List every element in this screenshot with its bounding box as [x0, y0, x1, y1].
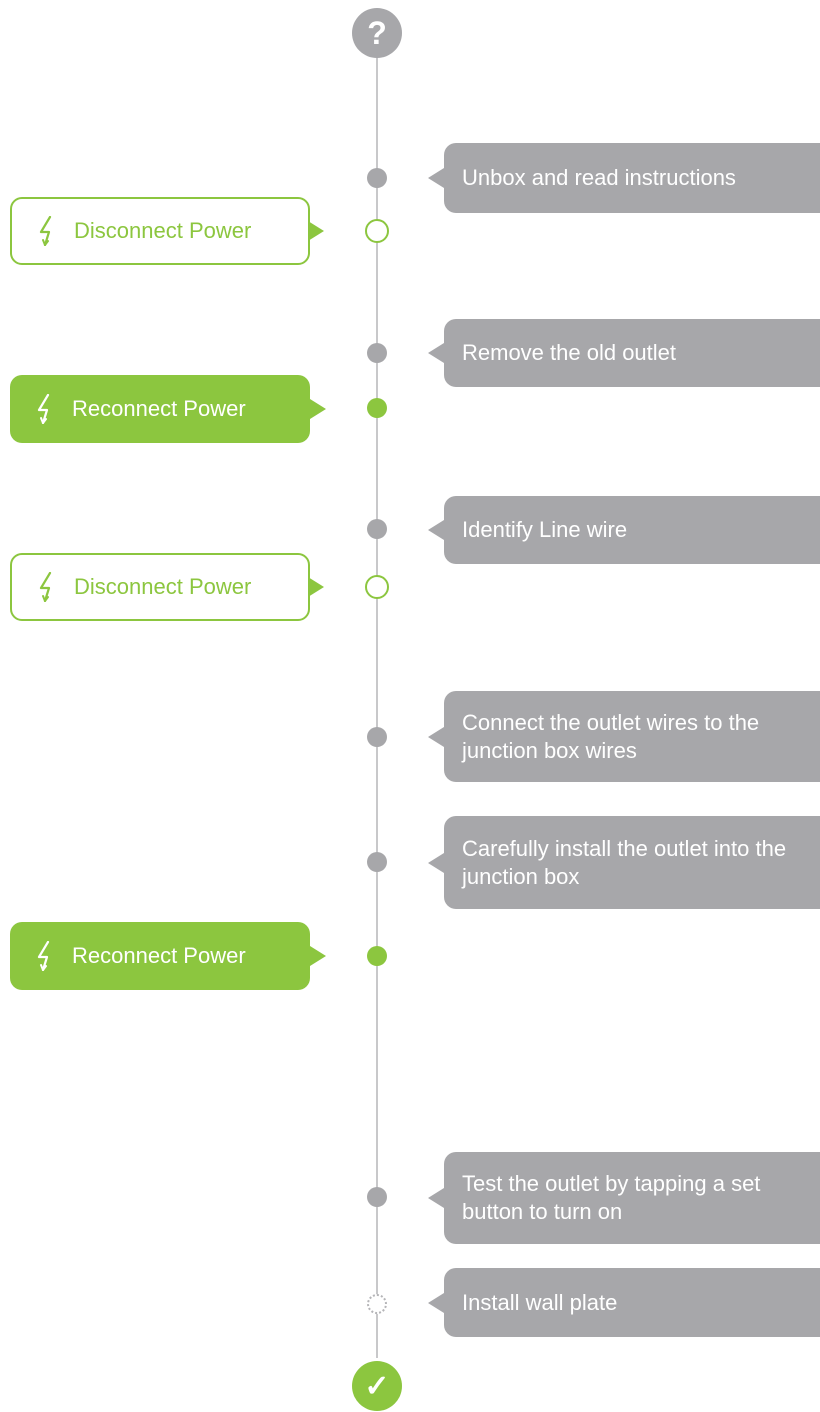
step-bubble: Install wall plate — [428, 1268, 820, 1337]
reconnect-power-callout: Reconnect Power — [10, 375, 326, 443]
step-bubble: Unbox and read instructions — [428, 143, 820, 213]
lightning-bolt-icon — [38, 572, 58, 602]
step-text: Test the outlet by tapping a set button … — [462, 1171, 761, 1224]
step-node — [367, 1187, 387, 1207]
power-node-reconnect — [367, 946, 387, 966]
step-bubble: Carefully install the outlet into the ju… — [428, 816, 820, 909]
power-action-label: Reconnect Power — [72, 943, 246, 968]
reconnect-power-callout: Reconnect Power — [10, 922, 326, 990]
lightning-bolt-icon — [36, 941, 56, 971]
disconnect-power-callout: Disconnect Power — [10, 197, 324, 265]
power-node-reconnect — [367, 398, 387, 418]
power-node-disconnect — [365, 219, 389, 243]
step-text: Remove the old outlet — [462, 340, 677, 365]
step-bubble: Remove the old outlet — [428, 319, 820, 387]
step-node — [367, 168, 387, 188]
step-bubble: Test the outlet by tapping a set button … — [428, 1152, 820, 1244]
step-bubble: Connect the outlet wires to the junction… — [428, 691, 820, 782]
lightning-bolt-icon — [38, 216, 58, 246]
timeline-line — [376, 58, 378, 1358]
step-text: Identify Line wire — [462, 517, 628, 542]
power-node-disconnect — [365, 575, 389, 599]
step-node — [367, 852, 387, 872]
step-node — [367, 727, 387, 747]
step-text: Unbox and read instructions — [462, 165, 736, 190]
step-node — [367, 343, 387, 363]
power-action-label: Disconnect Power — [74, 574, 252, 599]
checkmark-icon: ✓ — [352, 1361, 402, 1411]
power-action-label: Disconnect Power — [74, 218, 252, 243]
step-text: Connect the outlet wires to the junction… — [462, 709, 760, 763]
step-bubble: Identify Line wire — [428, 496, 820, 564]
power-action-label: Reconnect Power — [72, 396, 246, 421]
step-node — [367, 519, 387, 539]
step-text: Carefully install the outlet into the ju… — [462, 835, 787, 889]
question-mark-icon: ? — [352, 8, 402, 58]
step-text: Install wall plate — [462, 1289, 618, 1315]
disconnect-power-callout: Disconnect Power — [10, 553, 324, 621]
lightning-bolt-icon — [36, 394, 56, 424]
pending-step-node — [367, 1294, 387, 1314]
